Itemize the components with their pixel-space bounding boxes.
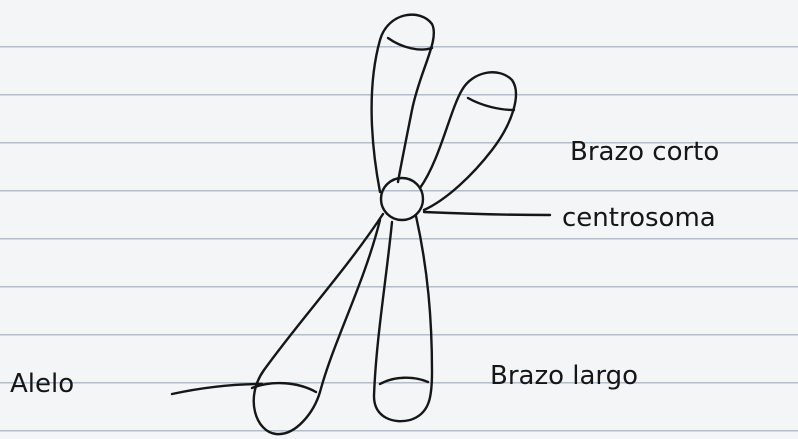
upper-right-band [468, 98, 514, 110]
label-centromere: centrosoma [562, 203, 716, 233]
allele-leader-line [172, 384, 262, 394]
lower-left-arm [254, 214, 383, 434]
lower-right-band [380, 378, 428, 384]
label-short-arm: Brazo corto [570, 137, 719, 167]
label-long-arm: Brazo largo [490, 361, 638, 391]
upper-right-arm [420, 72, 516, 210]
centromere-leader-line [424, 212, 550, 215]
chromosome [252, 15, 516, 434]
label-allele: Alelo [10, 369, 74, 399]
centromere-circle [381, 178, 423, 220]
upper-left-arm [372, 15, 434, 192]
upper-left-band [388, 38, 432, 50]
lower-right-arm [374, 216, 432, 421]
